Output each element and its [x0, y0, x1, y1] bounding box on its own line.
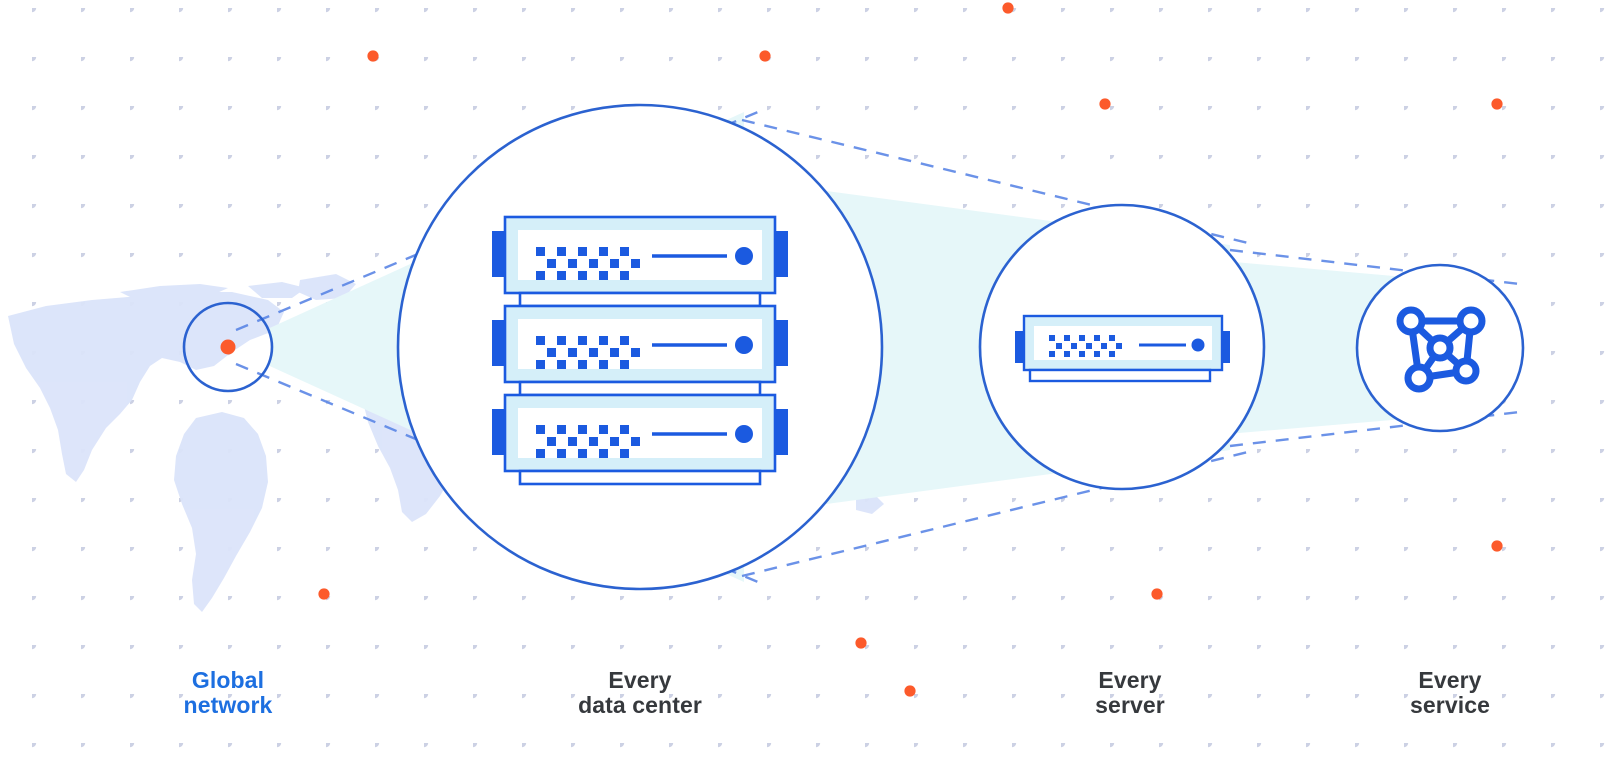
rack-base-bar [518, 469, 762, 486]
server-base-bar [1028, 368, 1212, 383]
dashed-line-dc-bottom [741, 450, 1249, 578]
label-every-service: Every service [1410, 667, 1490, 718]
label-every-server: Every server [1095, 667, 1165, 718]
dashed-line-dc-top [741, 118, 1249, 245]
led-dots [1049, 335, 1122, 357]
label-global-network: Global network [183, 667, 273, 718]
node-graph-icon [1396, 306, 1486, 393]
accent-dot [904, 685, 916, 697]
accent-dot [1151, 588, 1163, 600]
accent-dot [1002, 2, 1014, 14]
accent-dot [759, 50, 771, 62]
accent-dot [367, 50, 379, 62]
led-dots [536, 336, 640, 369]
dashed-line-srv-bottom [1229, 410, 1521, 448]
led-dots [536, 247, 640, 280]
orange-dots [318, 2, 1503, 697]
led-dots [536, 425, 640, 458]
single-server-icon [1015, 314, 1230, 383]
map-marker-icon [220, 339, 236, 355]
dashed-line-srv-top [1229, 248, 1521, 286]
accent-dot [855, 637, 867, 649]
rack-unit [492, 304, 788, 384]
accent-dot [1099, 98, 1111, 110]
rack-unit [492, 215, 788, 295]
accent-dot [318, 588, 330, 600]
accent-dot [1491, 540, 1503, 552]
label-every-data-center: Every data center [578, 667, 702, 718]
bubble-global-network[interactable] [182, 301, 274, 393]
rack-unit [492, 393, 788, 473]
accent-dot [1491, 98, 1503, 110]
server-rack-icon [492, 215, 788, 486]
